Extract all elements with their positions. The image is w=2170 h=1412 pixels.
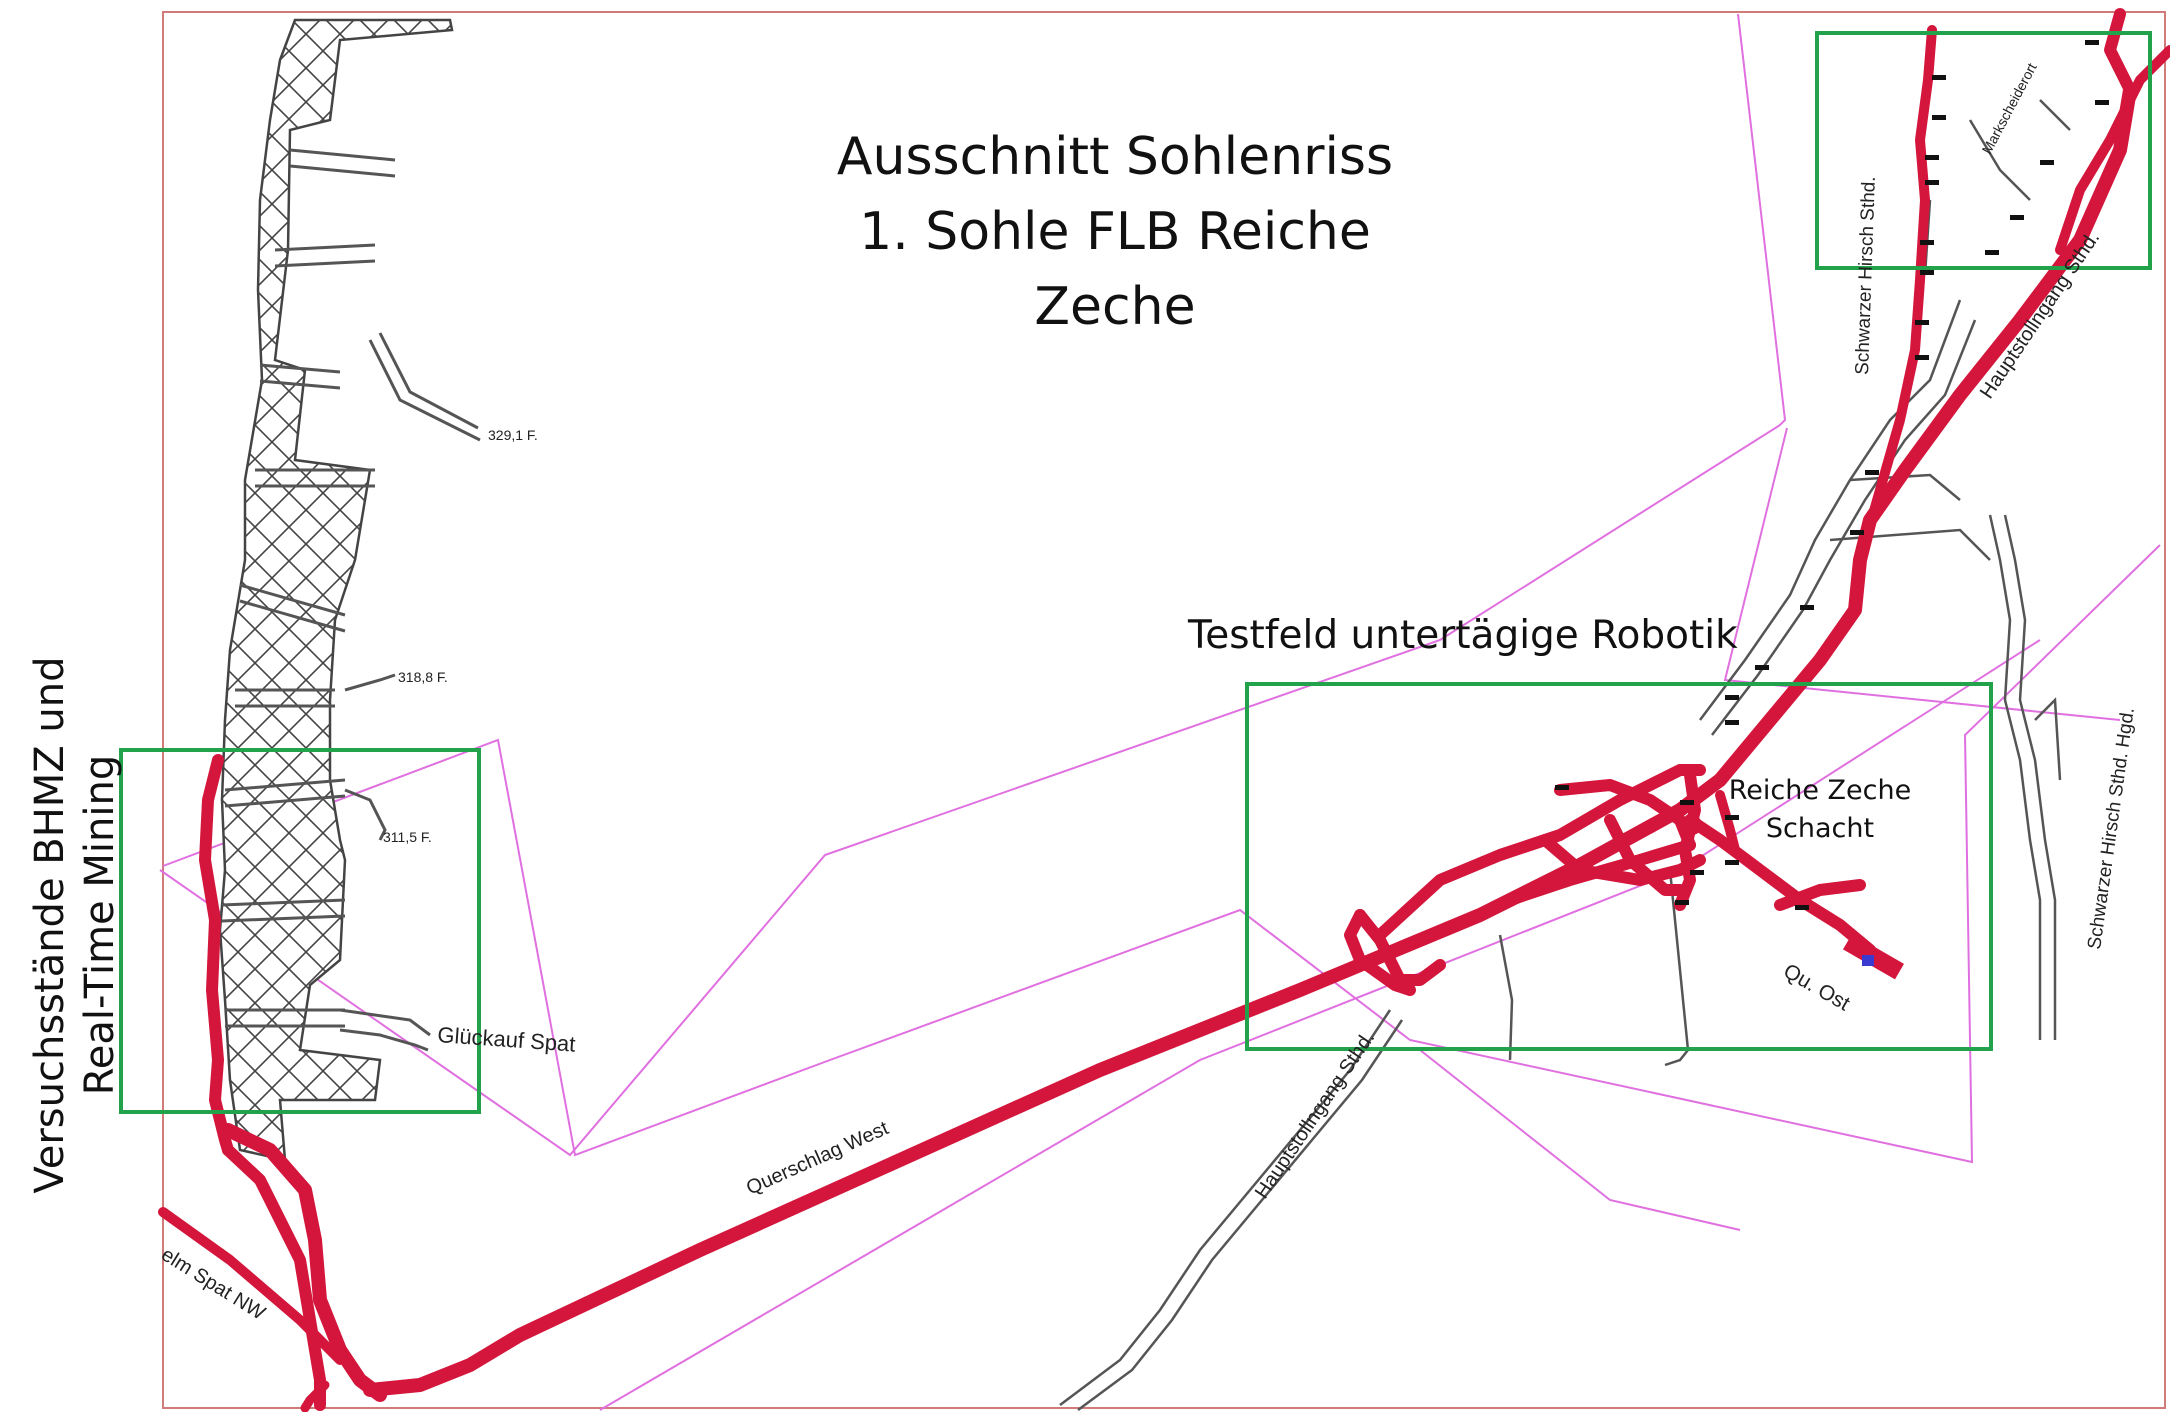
testfeld-label: Testfeld untertägige Robotik [1188,613,1738,658]
map-frame [162,11,2166,1409]
elevation-label-2: 318,8 F. [398,669,448,685]
box-versuchsstaende [119,748,481,1114]
hatched-stope-column [218,18,481,1162]
highlight-boxes [119,31,2152,1114]
map-title-line1: Ausschnitt Sohlenriss [836,127,1394,187]
schwarzer-hirsch-label: Schwarzer Hirsch Sthd. [1852,176,1880,375]
map-title-line2: 1. Sohle FLB Reiche [859,202,1371,262]
shaft-label-line1: Reiche Zeche [1728,775,1912,806]
box-schwarzer-hirsch [1815,31,2152,270]
versuchsstaende-label: Versuchsstände BHMZ und Real-Time Mining [25,575,123,1275]
versuchsstaende-label-line2: Real-Time Mining [77,754,123,1096]
versuchsstaende-label-line1: Versuchsstände BHMZ und [27,656,73,1194]
map-title-line3: Zeche [1034,277,1196,337]
box-testfeld [1245,682,1993,1051]
markscheiderort-label: Markscheiderort [1979,60,2040,156]
shaft-label-line2: Schacht [1765,813,1875,844]
shaft-marker [1682,815,1904,980]
qu-ost-label: Qu. Ost [1780,959,1854,1015]
survey-markers [1555,40,2109,910]
glueckauf-label: Glückauf Spat [437,1022,577,1057]
querschlag-label: Querschlag West [743,1117,892,1200]
elevation-label-3: 311,5 F. [383,829,432,845]
active-galleries [158,8,2170,1412]
elevation-label-1: 329,1 F. [488,427,538,443]
map-title: Ausschnitt Sohlenriss 1. Sohle FLB Reich… [640,120,1590,345]
reiche-zeche-schacht-label: Reiche Zeche Schacht [1720,772,1920,848]
schwarzer-hirsch-hgd-label: Schwarzer Hirsch Sthd. Hgd. [2084,706,2139,950]
hauptstollngang-label-lower: Hauptstollngang Sthd. [1251,1027,1379,1202]
